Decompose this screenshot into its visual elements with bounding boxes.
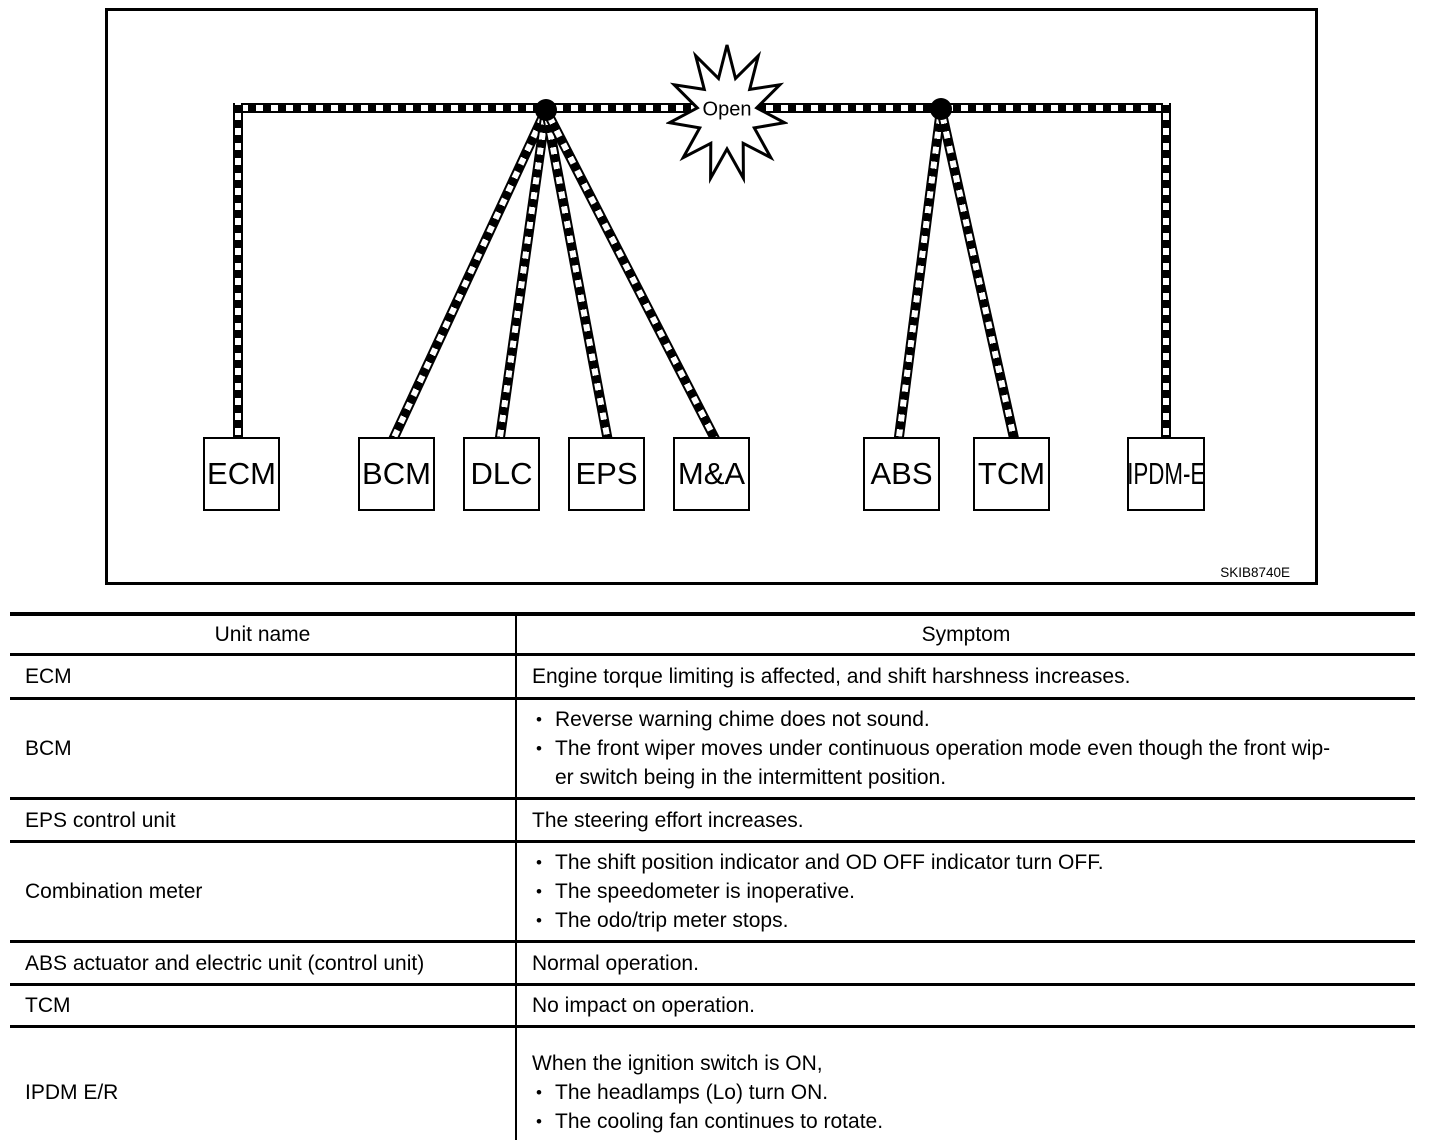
unit-name-cell: EPS control unit xyxy=(25,808,176,832)
can-bus-drop-ipdm xyxy=(1161,103,1171,443)
node-ma: M&A xyxy=(673,437,750,511)
symptom-text: The cooling fan continues to rotate. xyxy=(555,1110,884,1133)
symptom-line: Engine torque limiting is affected, and … xyxy=(532,662,1407,691)
symptom-bullet-item: • The cooling fan continues to rotate. xyxy=(532,1107,1407,1136)
symptom-cell: Normal operation. xyxy=(515,943,1415,983)
open-fault-burst-icon: Open xyxy=(666,44,788,184)
bullet-icon: • xyxy=(536,911,542,930)
symptom-text: The shift position indicator and OD OFF … xyxy=(555,851,1104,874)
branch-line-abs xyxy=(893,108,946,442)
bullet-icon: • xyxy=(536,1083,542,1102)
symptom-bullet-item: • The headlamps (Lo) turn ON. xyxy=(532,1078,1407,1107)
symptom-bullet-item: • Reverse warning chime does not sound. xyxy=(532,705,1407,734)
symptom-line: The steering effort increases. xyxy=(532,806,1407,835)
symptom-text: The headlamps (Lo) turn ON. xyxy=(555,1081,829,1104)
bullet-icon: • xyxy=(536,853,542,872)
unit-name-cell: IPDM E/R xyxy=(25,1081,119,1104)
table-row: ECM Engine torque limiting is affected, a… xyxy=(10,656,1415,700)
symptom-cell: • The shift position indicator and OD OFF… xyxy=(515,843,1415,940)
node-abs: ABS xyxy=(863,437,940,511)
symptom-text: No impact on operation. xyxy=(532,994,755,1017)
node-bcm: BCM xyxy=(358,437,435,511)
branch-line-tcm xyxy=(936,107,1020,443)
node-ipdm: IPDM-E xyxy=(1127,437,1205,511)
symptom-text: Normal operation. xyxy=(532,951,699,975)
table-row: ABS actuator and electric unit (control … xyxy=(10,943,1415,986)
table-row: EPS control unit The steering effort incr… xyxy=(10,800,1415,843)
unit-name-cell: ABS actuator and electric unit (control … xyxy=(25,951,425,975)
symptom-cell: Engine torque limiting is affected, and … xyxy=(515,656,1415,697)
symptom-cell: When the ignition switch is ON, • The head… xyxy=(515,1028,1415,1140)
node-dlc: DLC xyxy=(463,437,540,511)
bullet-icon: • xyxy=(536,1112,542,1131)
node-tcm: TCM xyxy=(973,437,1050,511)
header-unit-name: Unit name xyxy=(214,623,311,646)
bullet-icon: • xyxy=(536,710,542,729)
table-row: IPDM E/R When the ignition switch is ON, •… xyxy=(10,1028,1415,1140)
symptom-text: When the ignition switch is ON, xyxy=(532,1052,823,1075)
junction-dot-left xyxy=(535,99,557,121)
symptom-text: The front wiper moves under continuous o… xyxy=(555,737,1331,789)
unit-name-cell: BCM xyxy=(25,737,72,760)
symptom-line: No impact on operation. xyxy=(532,991,1407,1020)
header-symptom: Symptom xyxy=(515,616,1415,653)
diagram-frame: Open ECM BCM DLC EPS M&A ABS TCM IPDM-E … xyxy=(105,8,1318,585)
bullet-icon: • xyxy=(536,739,542,758)
symptom-text: The steering effort increases. xyxy=(532,808,804,832)
symptom-bullet-item: • The speedometer is inoperative. xyxy=(532,877,1407,906)
junction-dot-right xyxy=(930,98,952,120)
node-ecm: ECM xyxy=(203,437,280,511)
symptom-text: Engine torque limiting is affected, and … xyxy=(532,665,1131,688)
symptom-cell: The steering effort increases. xyxy=(515,800,1415,840)
symptom-line: When the ignition switch is ON, xyxy=(532,1049,1407,1078)
symptom-bullet-item: • The shift position indicator and OD OFF… xyxy=(532,848,1407,877)
figure-code: SKIB8740E xyxy=(1220,565,1290,580)
open-label: Open xyxy=(703,98,752,120)
symptom-cell: No impact on operation. xyxy=(515,986,1415,1025)
symptom-text: Reverse warning chime does not sound. xyxy=(555,708,930,731)
table-row: TCM No impact on operation. xyxy=(10,986,1415,1028)
can-bus-drop-ecm xyxy=(233,103,243,443)
symptom-bullet-item: • The front wiper moves under continuous … xyxy=(532,734,1407,792)
symptom-line: Normal operation. xyxy=(532,949,1407,978)
symptom-text: The odo/trip meter stops. xyxy=(555,909,789,932)
unit-name-cell: ECM xyxy=(25,665,72,688)
table-row: Combination meter • The shift position ind… xyxy=(10,843,1415,943)
bullet-icon: • xyxy=(536,882,542,901)
symptom-cell: • Reverse warning chime does not sound. • T… xyxy=(515,700,1415,797)
table-row: BCM • Reverse warning chime does not sound… xyxy=(10,700,1415,800)
unit-symptom-table-body: ECM Engine torque limiting is affected, a… xyxy=(10,656,1415,1140)
unit-name-cell: Combination meter xyxy=(25,880,203,903)
symptom-bullet-item: • The odo/trip meter stops. xyxy=(532,906,1407,935)
node-eps: EPS xyxy=(568,437,645,511)
unit-symptom-table: Unit name Symptom ECM Engine torque limit… xyxy=(10,612,1415,1140)
unit-name-cell: TCM xyxy=(25,994,71,1017)
table-header-row: Unit name Symptom xyxy=(10,616,1415,656)
symptom-text: The speedometer is inoperative. xyxy=(555,880,855,903)
